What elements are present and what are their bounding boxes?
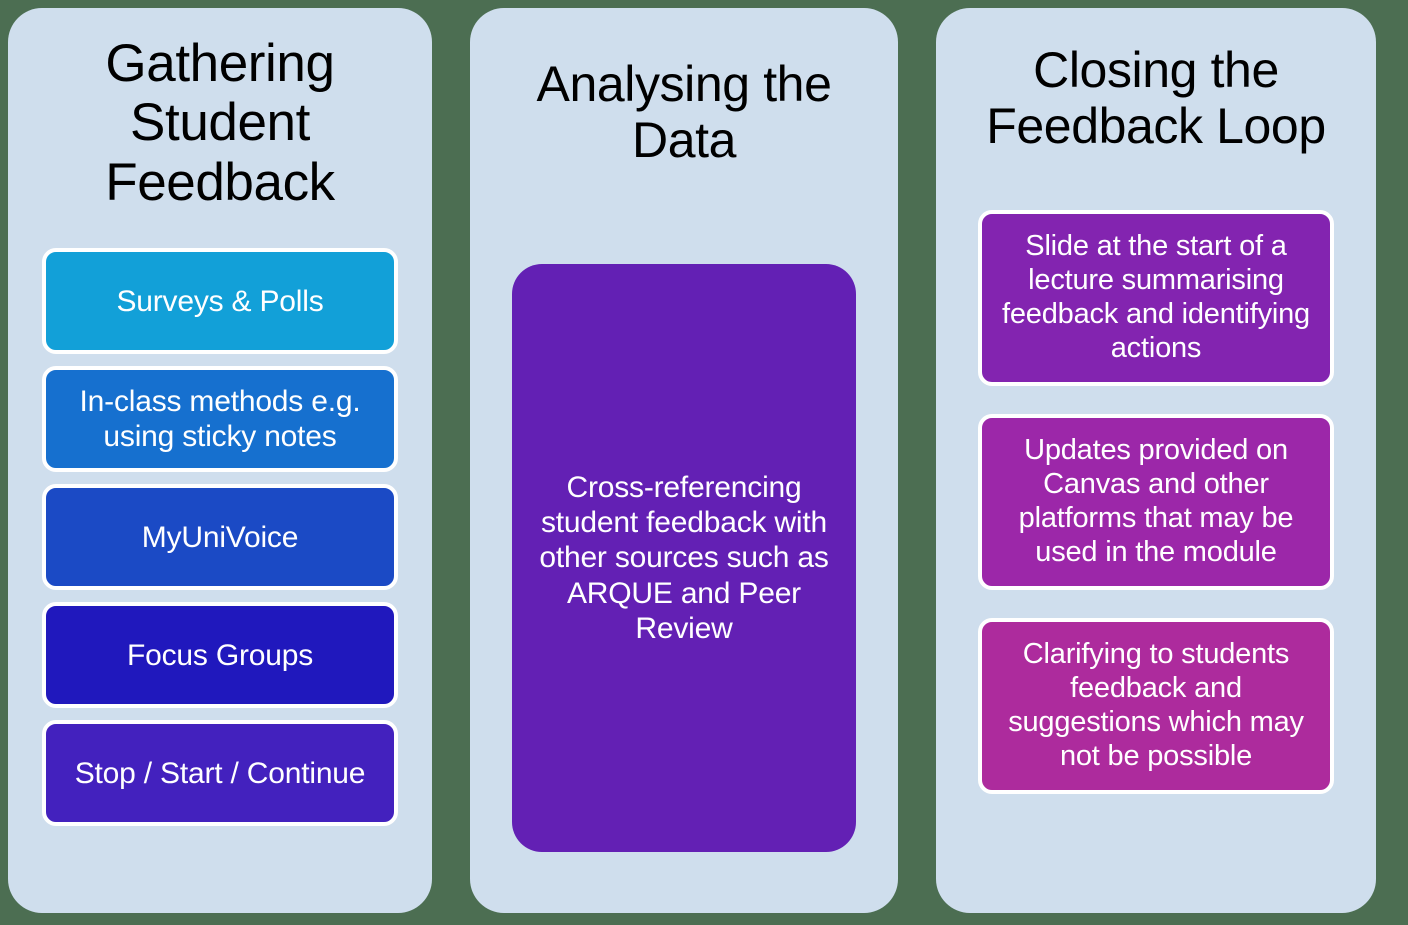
- card-focus-groups[interactable]: Focus Groups: [42, 602, 398, 709]
- column-title-gathering-student-feedback: Gathering Student Feedback: [105, 34, 335, 212]
- card-list-gathering-student-feedback: Surveys & Polls In-class methods e.g. us…: [28, 248, 412, 827]
- card-list-analysing-the-data: Cross-referencing student feedback with …: [490, 264, 878, 852]
- card-clarifying-to-students[interactable]: Clarifying to students feedback and sugg…: [978, 618, 1334, 794]
- card-label: Focus Groups: [126, 638, 313, 672]
- card-cross-referencing[interactable]: Cross-referencing student feedback with …: [512, 264, 856, 852]
- card-label: In-class methods e.g. using sticky notes: [79, 384, 361, 454]
- column-gathering-student-feedback: Gathering Student Feedback Surveys & Pol…: [8, 8, 432, 913]
- card-surveys-and-polls[interactable]: Surveys & Polls: [42, 248, 398, 355]
- card-label: Stop / Start / Continue: [74, 756, 366, 790]
- card-label: Surveys & Polls: [116, 284, 324, 318]
- card-label: Clarifying to students feedback and sugg…: [1008, 638, 1304, 772]
- card-label: MyUniVoice: [141, 520, 299, 554]
- card-list-closing-the-feedback-loop: Slide at the start of a lecture summaris…: [956, 210, 1356, 794]
- card-in-class-methods[interactable]: In-class methods e.g. using sticky notes: [42, 366, 398, 473]
- card-slide-at-start-of-lecture[interactable]: Slide at the start of a lecture summaris…: [978, 210, 1334, 386]
- card-stop-start-continue[interactable]: Stop / Start / Continue: [42, 720, 398, 827]
- column-title-analysing-the-data: Analysing the Data: [536, 56, 832, 168]
- card-updates-on-canvas[interactable]: Updates provided on Canvas and other pla…: [978, 414, 1334, 590]
- card-myunivoice[interactable]: MyUniVoice: [42, 484, 398, 591]
- column-analysing-the-data: Analysing the Data Cross-referencing stu…: [470, 8, 898, 913]
- card-label: Slide at the start of a lecture summaris…: [1002, 230, 1310, 364]
- card-label: Updates provided on Canvas and other pla…: [1018, 434, 1294, 568]
- column-title-closing-the-feedback-loop: Closing the Feedback Loop: [986, 42, 1326, 154]
- column-closing-the-feedback-loop: Closing the Feedback Loop Slide at the s…: [936, 8, 1376, 913]
- card-label: Cross-referencing student feedback with …: [539, 471, 829, 645]
